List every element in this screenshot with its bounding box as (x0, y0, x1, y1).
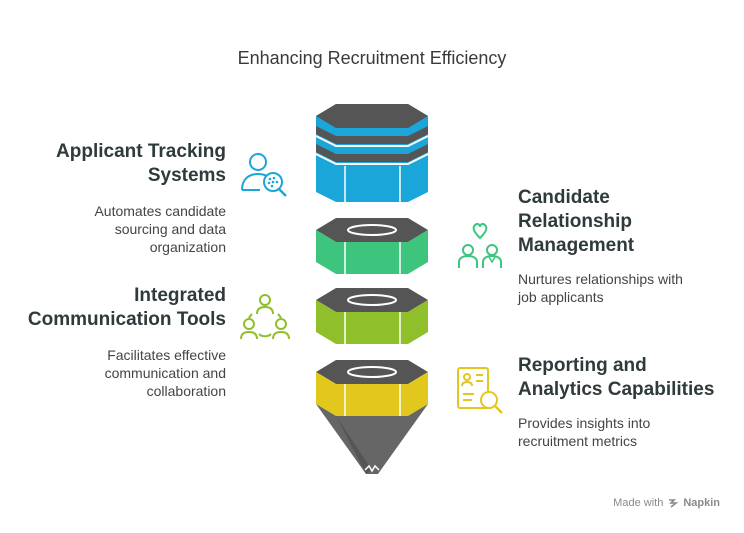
heading-line: Systems (147, 165, 226, 186)
segment-applicant-tracking (315, 104, 429, 202)
user-search-icon (241, 153, 287, 197)
heading-applicant-tracking: Applicant Tracking Systems (56, 140, 226, 188)
desc-reporting-analytics: Provides insights into recruitment metri… (518, 414, 650, 450)
report-search-icon (457, 367, 503, 414)
heading-line: Candidate (518, 187, 610, 208)
desc-line: Facilitates effective (107, 347, 226, 363)
heading-line: Communication Tools (27, 309, 226, 330)
footer-made-with: Made with (613, 497, 664, 509)
heading-communication-tools: Integrated Communication Tools (28, 284, 226, 332)
heading-line: Applicant Tracking (56, 141, 226, 162)
desc-communication-tools: Facilitates effective communication and … (105, 346, 226, 400)
people-heart-icon (458, 222, 502, 268)
desc-line: job applicants (518, 289, 604, 305)
diagram-title: Enhancing Recruitment Efficiency (237, 48, 507, 68)
desc-candidate-relationship: Nurtures relationships with job applican… (518, 270, 683, 306)
segment-candidate-relationship (316, 218, 428, 274)
heading-line: Management (518, 235, 635, 256)
segment-communication-tools (316, 288, 428, 344)
team-network-icon (240, 294, 290, 340)
desc-line: Nurtures relationships with (518, 271, 683, 287)
heading-reporting-analytics: Reporting and Analytics Capabilities (518, 354, 714, 402)
desc-line: collaboration (146, 383, 226, 399)
heading-line: Relationship (518, 211, 633, 232)
heading-candidate-relationship: Candidate Relationship Management (518, 186, 634, 258)
heading-line: Integrated (134, 285, 226, 306)
desc-line: recruitment metrics (518, 433, 638, 449)
desc-line: Automates candidate (94, 203, 226, 219)
desc-applicant-tracking: Automates candidate sourcing and data or… (94, 202, 226, 256)
desc-line: Provides insights into (518, 415, 651, 431)
desc-line: communication and (104, 365, 226, 381)
napkin-logo-icon (669, 499, 679, 508)
heading-line: Analytics Capabilities (518, 379, 715, 400)
segment-reporting-analytics (316, 360, 428, 474)
desc-line: sourcing and data (114, 221, 226, 237)
footer-attribution: Made with Napkin (613, 497, 720, 509)
desc-line: organization (149, 239, 226, 255)
footer-brand: Napkin (683, 497, 720, 509)
heading-line: Reporting and (518, 355, 647, 376)
